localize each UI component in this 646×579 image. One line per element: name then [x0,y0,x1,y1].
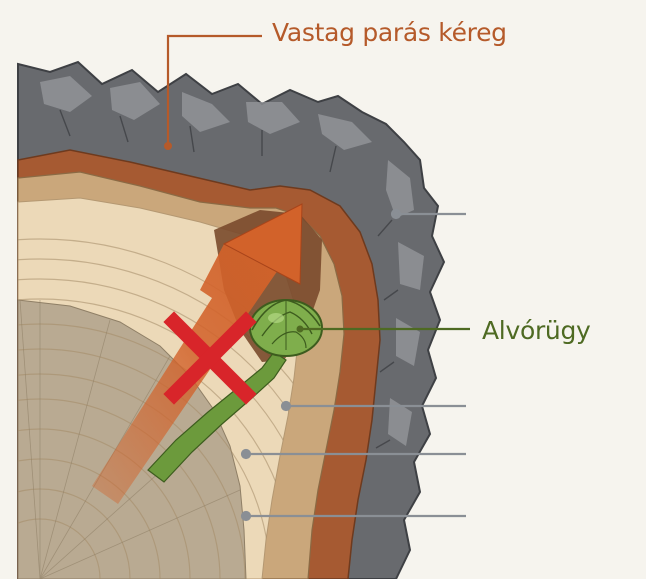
bud-trace-stalk [147,351,287,483]
bark-leader-line [166,34,262,146]
blocked-x-icon [163,311,257,405]
bud-label: Alvórügy [482,316,591,345]
bark-label: Vastag parás kéreg [272,18,507,47]
